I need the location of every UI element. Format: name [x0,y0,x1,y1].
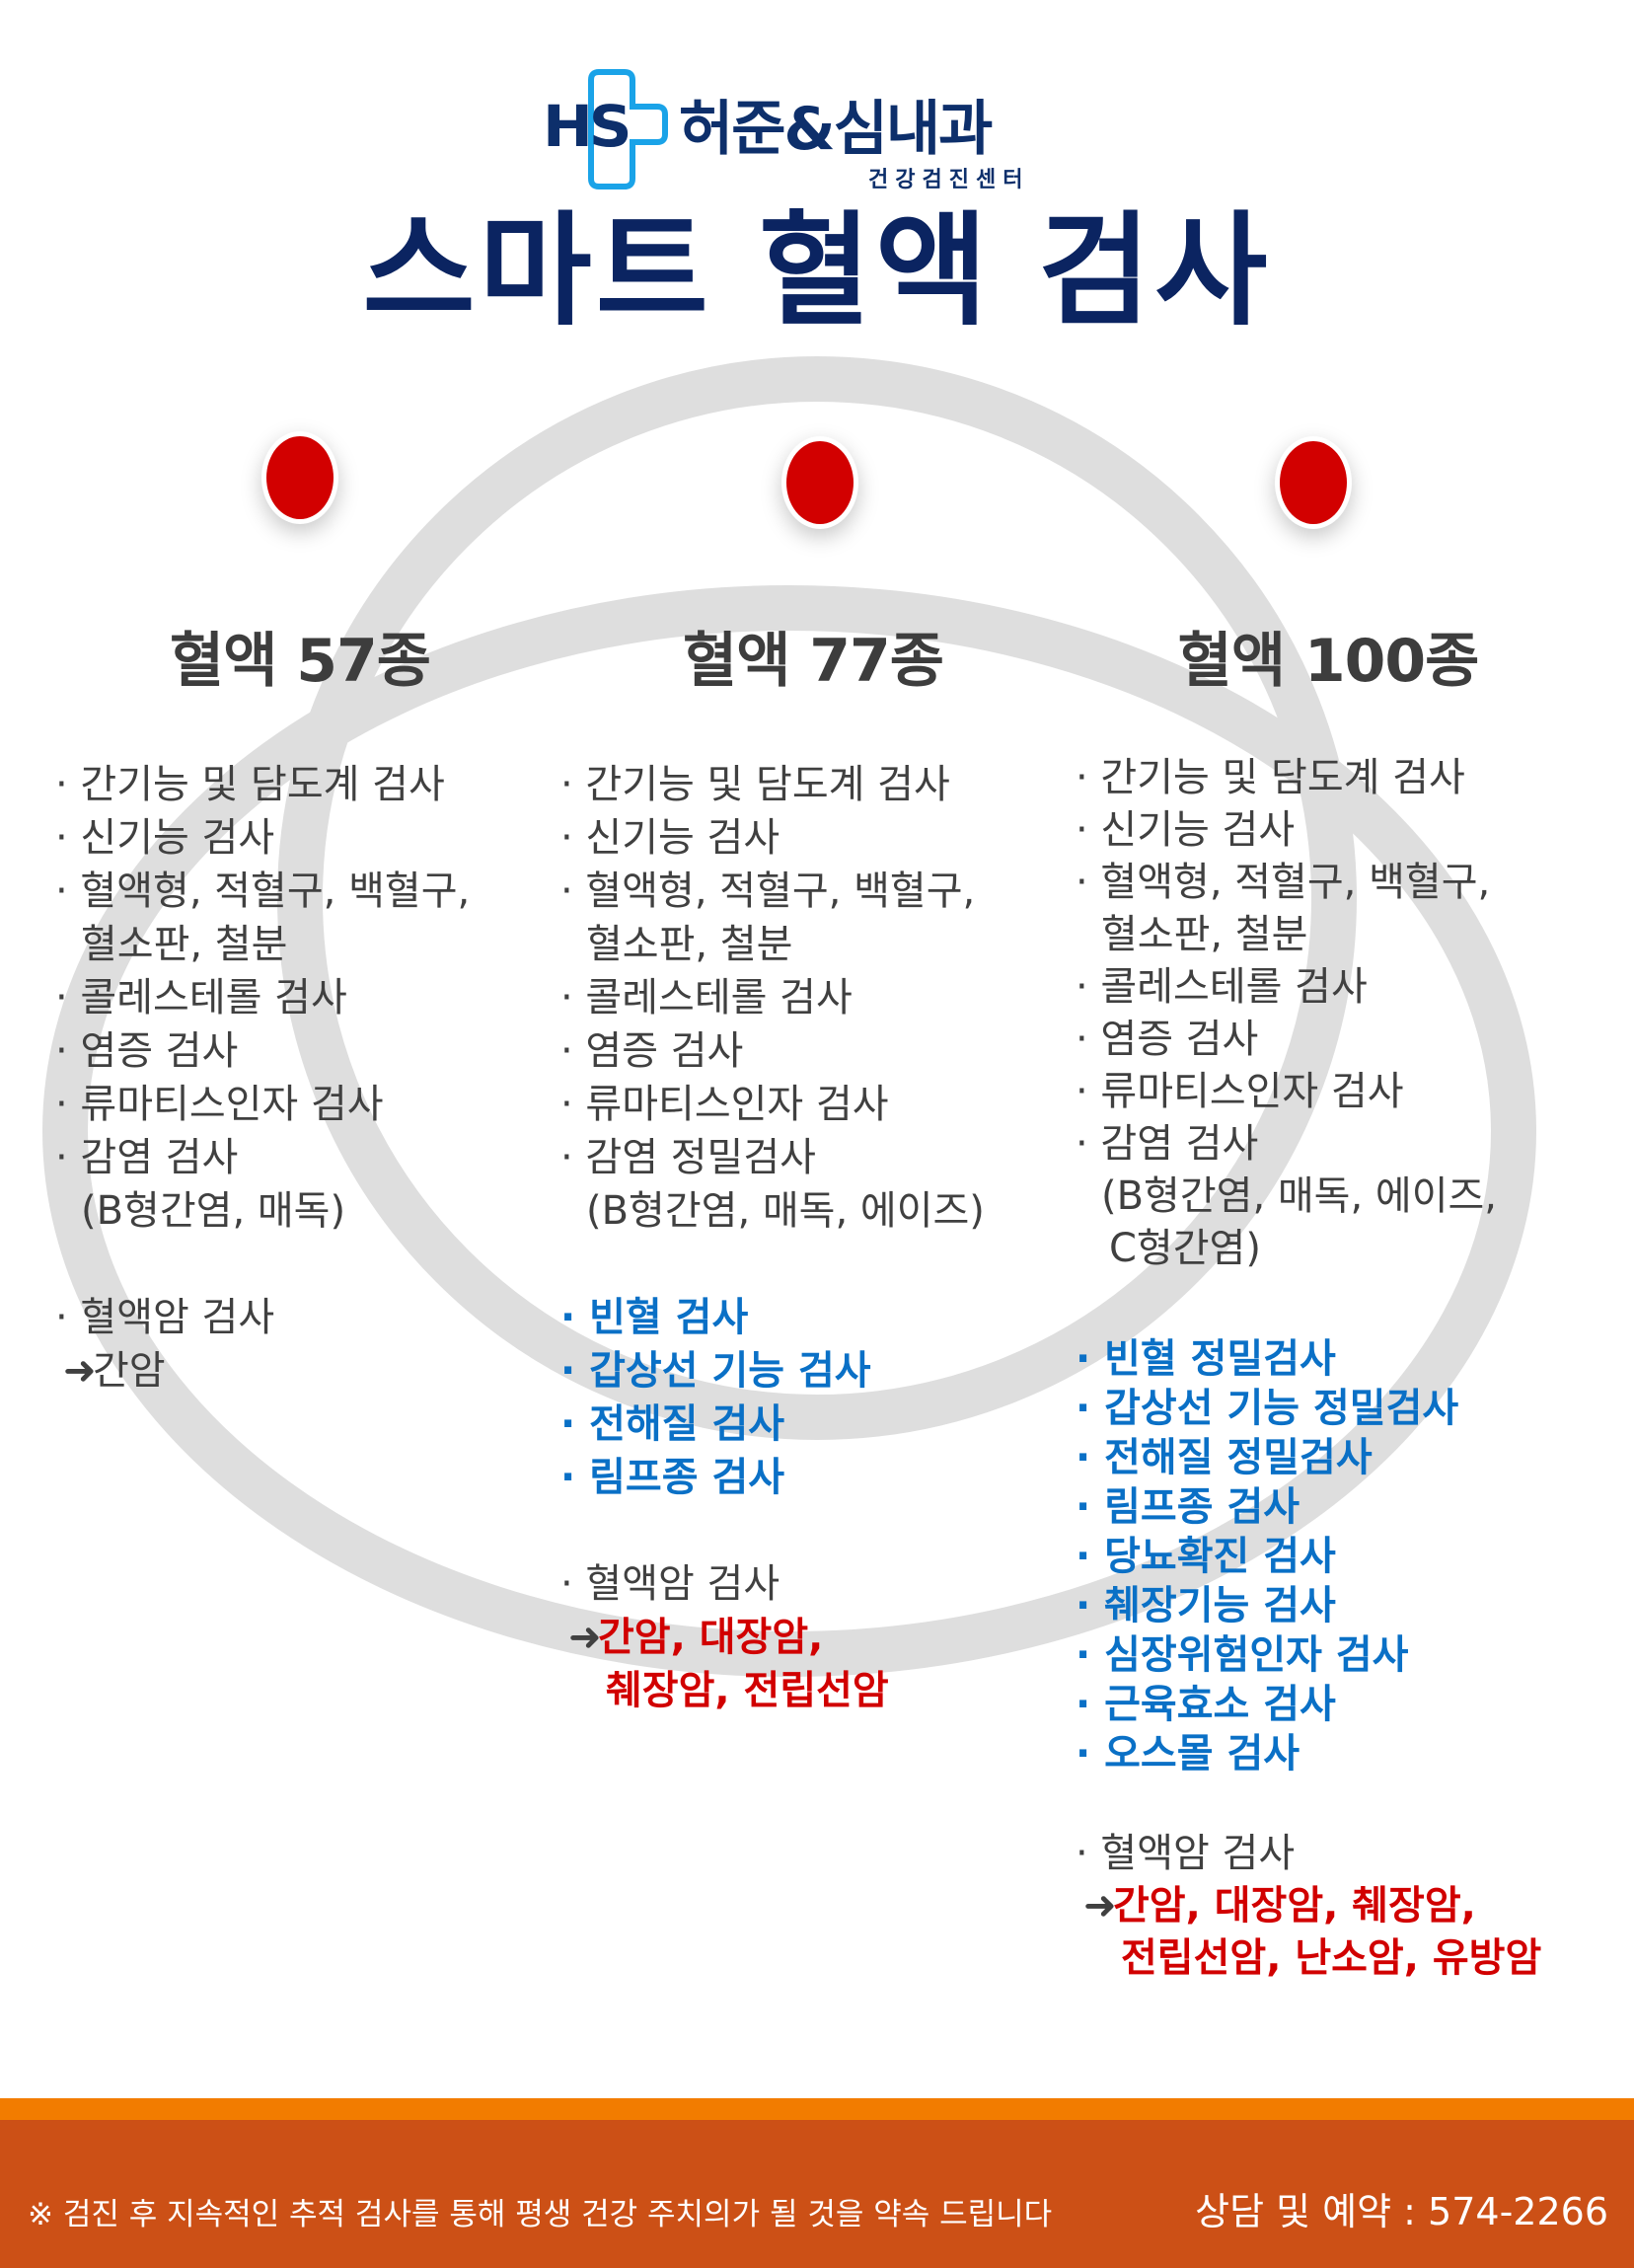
cancer-label: · 혈액암 검사 [55,1295,275,1340]
test-item: · 신기능 검사 [55,815,275,861]
footer [0,2120,1634,2268]
extra-test-item: · 당뇨확진 검사 [1076,1534,1336,1579]
test-item: · 류마티스인자 검사 [55,1082,384,1127]
test-item: 혈소판, 철분 [1101,912,1308,957]
arrow-right-icon: ➜ [1083,1883,1117,1928]
cancer-type: 간암 [93,1348,166,1394]
test-item: · 혈액형, 적혈구, 백혈구, [55,869,471,914]
footer-note: ※ 검진 후 지속적인 추적 검사를 통해 평생 건강 주치의가 될 것을 약속… [28,2197,1053,2232]
column-77: · 간기능 및 담도계 검사 · 신기능 검사 · 혈액형, 적혈구, 백혈구,… [560,758,985,1717]
test-item: C형간염) [1109,1226,1261,1271]
test-item: · 간기능 및 담도계 검사 [1076,755,1465,800]
test-item: 혈소판, 철분 [586,922,793,967]
extra-test-item: · 빈혈 검사 [560,1295,749,1340]
footer-accent-stripe [0,2098,1634,2120]
arrow-right-icon: ➜ [568,1615,602,1660]
extra-test-item: · 근육효소 검사 [1076,1682,1336,1727]
extra-test-item: · 빈혈 정밀검사 [1076,1336,1336,1382]
extra-test-list: · 빈혈 정밀검사 · 갑상선 기능 정밀검사 · 전해질 정밀검사 · 림프종… [1076,1334,1541,1778]
test-item: · 콜레스테롤 검사 [55,975,347,1021]
extra-test-item: · 전해질 정밀검사 [1076,1435,1373,1480]
cancer-type: 전립선암, 난소암, 유방암 [1121,1935,1542,1981]
extra-test-item: · 심장위험인자 검사 [1076,1632,1409,1678]
logo-mark: HS [543,93,632,160]
test-item: (B형간염, 매독, 에이즈, [1101,1173,1498,1219]
red-dot-77 [781,436,858,529]
extra-test-item: · 췌장기능 검사 [1076,1583,1336,1628]
extra-test-item: · 갑상선 기능 정밀검사 [1076,1386,1459,1431]
bottom-ring [42,585,1536,1677]
red-dot-100 [1275,436,1352,529]
test-item: · 류마티스인자 검사 [560,1082,889,1127]
contact-phone[interactable]: 상담 및 예약 : 574-2266 [1195,2190,1608,2233]
arrow-right-icon: ➜ [63,1348,97,1394]
clinic-subtitle: 건강검진센터 [868,168,1030,192]
clinic-name: 허준&심내과 [679,95,993,164]
test-item: · 신기능 검사 [1076,807,1296,853]
cancer-result: ➜간암 [55,1344,470,1398]
column-100: · 간기능 및 담도계 검사 · 신기능 검사 · 혈액형, 적혈구, 백혈구,… [1076,752,1541,1985]
test-item: · 혈액형, 적혈구, 백혈구, [1076,860,1491,905]
extra-test-item: · 림프종 검사 [1076,1484,1300,1530]
red-dot-57 [261,431,338,524]
column-57: · 간기능 및 담도계 검사 · 신기능 검사 · 혈액형, 적혈구, 백혈구,… [55,758,470,1398]
top-ring [277,356,1357,1440]
cancer-result: ➜간암, 대장암, [560,1611,985,1664]
test-item: · 감염 검사 [55,1135,239,1180]
test-item: 혈소판, 철분 [81,922,288,967]
test-item: · 류마티스인자 검사 [1076,1069,1404,1114]
test-item: · 염증 검사 [560,1028,744,1074]
cancer-type: 간암, 대장암, 췌장암, [1113,1883,1476,1928]
test-item: · 신기능 검사 [560,815,780,861]
test-item: · 콜레스테롤 검사 [560,975,853,1021]
test-item: · 간기능 및 담도계 검사 [55,762,445,807]
test-item: · 간기능 및 담도계 검사 [560,762,950,807]
test-item: · 염증 검사 [55,1028,239,1074]
cancer-type: 간암, 대장암, [598,1615,824,1660]
extra-test-item: · 갑상선 기능 검사 [560,1348,871,1394]
medical-cross-icon [588,69,668,189]
heading-100: 혈액 100종 [1177,627,1480,696]
extra-test-item: · 림프종 검사 [560,1455,785,1500]
test-item: · 감염 정밀검사 [560,1135,816,1180]
test-item: · 콜레스테롤 검사 [1076,964,1368,1010]
test-item: · 감염 검사 [1076,1121,1259,1167]
cancer-label: · 혈액암 검사 [560,1561,780,1607]
test-item: (B형간염, 매독) [81,1188,346,1234]
heading-57: 혈액 57종 [170,627,431,696]
cancer-type: 췌장암, 전립선암 [606,1668,889,1713]
page-title: 스마트 혈액 검사 [362,200,1272,342]
extra-test-item: · 전해질 검사 [560,1401,785,1447]
heading-77: 혈액 77종 [683,627,944,696]
test-item: (B형간염, 매독, 에이즈) [586,1188,985,1234]
test-item: · 혈액형, 적혈구, 백혈구, [560,869,976,914]
extra-test-item: · 오스몰 검사 [1076,1731,1300,1777]
cancer-label: · 혈액암 검사 [1076,1831,1296,1876]
cancer-result: ➜간암, 대장암, 췌장암, [1076,1880,1541,1932]
test-item: · 염증 검사 [1076,1017,1259,1062]
